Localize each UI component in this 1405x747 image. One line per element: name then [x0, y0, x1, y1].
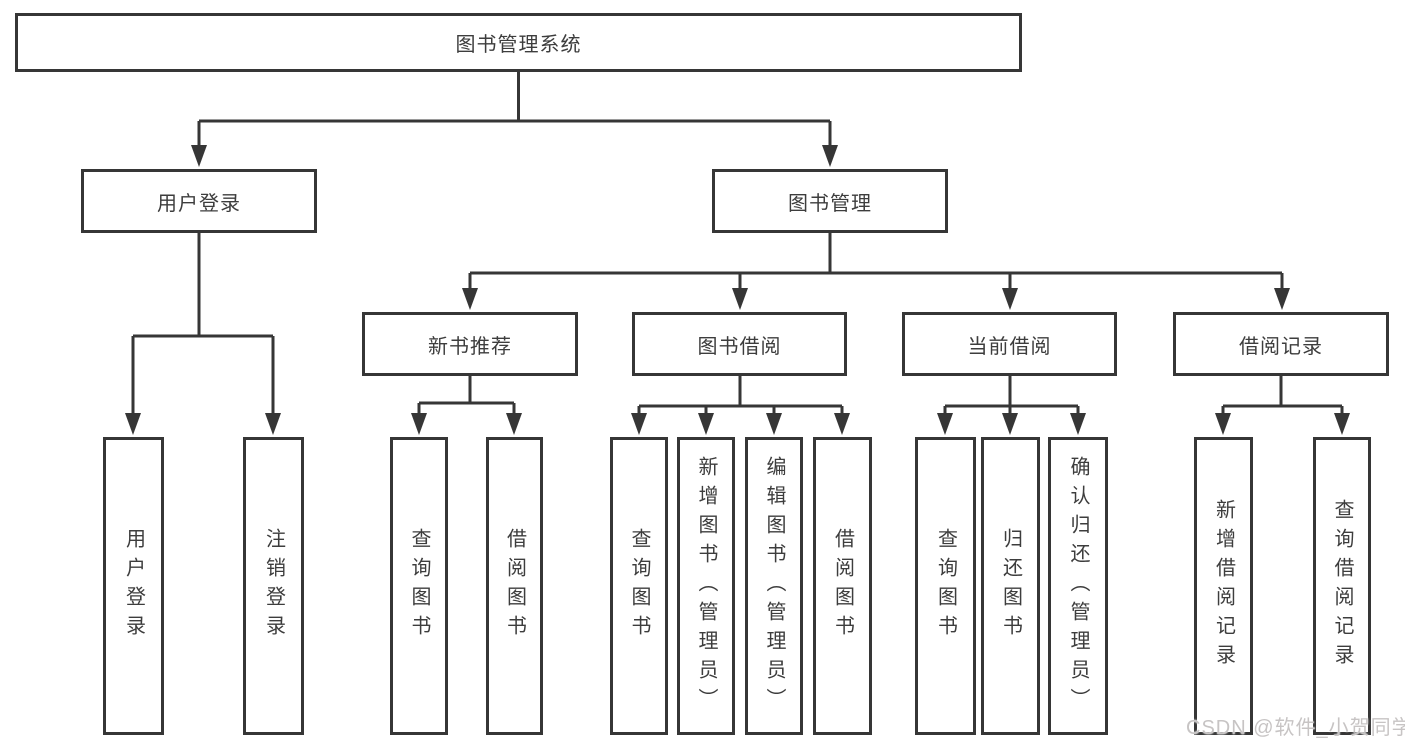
connector-book-management [468, 233, 1284, 290]
arrowheads-book-borrow [631, 413, 850, 435]
node-user-login-leaf: 用户登录 [103, 437, 164, 735]
node-add-book-admin: 新增图书（管理员） [677, 437, 735, 735]
arrowheads-level3 [462, 288, 1290, 310]
node-new-book-recommend: 新书推荐 [362, 312, 578, 376]
node-query-borrow-record: 查询借阅记录 [1313, 437, 1371, 735]
node-confirm-return-admin: 确认归还（管理员） [1048, 437, 1108, 735]
node-borrow-query-books: 查询图书 [610, 437, 668, 735]
arrowheads-new-book-recommend [411, 413, 522, 435]
node-logout: 注销登录 [243, 437, 304, 735]
node-edit-book-admin: 编辑图书（管理员） [745, 437, 803, 735]
node-add-borrow-record: 新增借阅记录 [1194, 437, 1253, 735]
connector-user-login [131, 233, 275, 415]
arrowheads-current-borrow [937, 413, 1086, 435]
node-book-borrow: 图书借阅 [632, 312, 847, 376]
csdn-watermark: CSDN @软件_小贺同学 [1186, 717, 1405, 739]
node-borrow-borrow-books: 借阅图书 [813, 437, 872, 735]
connector-current-borrow [943, 376, 1080, 415]
node-book-management: 图书管理 [712, 169, 948, 233]
connector-book-borrow [637, 376, 844, 415]
node-return-book: 归还图书 [981, 437, 1040, 735]
connector-root [197, 72, 832, 147]
node-current-query-books: 查询图书 [915, 437, 976, 735]
node-newrec-borrow-books: 借阅图书 [486, 437, 543, 735]
node-user-login: 用户登录 [81, 169, 317, 233]
node-borrow-records: 借阅记录 [1173, 312, 1389, 376]
connector-borrow-records [1221, 376, 1344, 415]
arrowheads-level2 [191, 145, 838, 167]
node-system-root: 图书管理系统 [15, 13, 1022, 72]
node-newrec-query-books: 查询图书 [390, 437, 448, 735]
arrowheads-user-login [125, 413, 281, 435]
connector-new-book-recommend [417, 376, 516, 415]
node-current-borrow: 当前借阅 [902, 312, 1117, 376]
arrowheads-borrow-records [1215, 413, 1350, 435]
